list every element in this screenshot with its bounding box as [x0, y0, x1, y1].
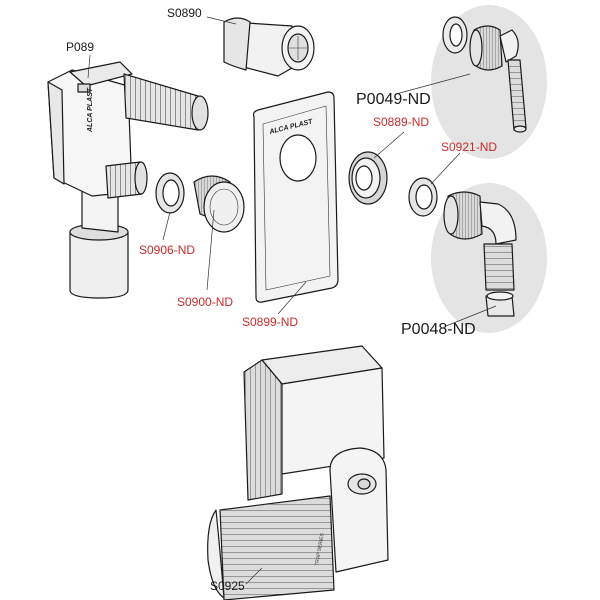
- label-s0889: S0889-ND: [373, 115, 430, 129]
- leader-s0900: [206, 209, 215, 291]
- label-p0048: P0048-ND: [401, 321, 476, 338]
- label-s0900: S0900-ND: [177, 295, 234, 309]
- nut-s0889: [348, 151, 388, 205]
- trap-body-p089: ALCA PLAST: [47, 61, 209, 299]
- ring-s0906: [155, 172, 185, 214]
- label-s0899: S0899-ND: [242, 315, 299, 329]
- cap-s0900: [193, 175, 245, 233]
- box-siphon-s0925: TRAP SERIES: [207, 345, 389, 600]
- svg-text:TRAP SERIES: TRAP SERIES: [314, 532, 326, 566]
- leader-s0899: [277, 281, 307, 315]
- cap-s0890: [223, 17, 315, 77]
- label-p0049: P0049-ND: [356, 91, 431, 108]
- label-p089: P089: [66, 40, 95, 54]
- leader-s0889: [373, 131, 405, 159]
- leader-p0049: [395, 73, 471, 95]
- svg-text:ALCA PLAST: ALCA PLAST: [87, 87, 94, 133]
- fitting-p0049: [442, 16, 527, 133]
- leader-p0048: [445, 305, 497, 327]
- leader-s0925: [245, 567, 263, 585]
- leader-s0890: [206, 16, 237, 25]
- fitting-p0048: [443, 191, 517, 317]
- leader-s0921: [430, 152, 461, 185]
- label-s0906: S0906-ND: [139, 243, 196, 257]
- label-s0890: S0890: [167, 6, 202, 20]
- leader-p089: [87, 54, 91, 79]
- label-s0925: S0925: [210, 579, 245, 593]
- label-s0921: S0921-ND: [441, 140, 498, 154]
- ring-s0921: [408, 177, 438, 217]
- leader-s0906: [162, 211, 171, 241]
- cover-plate-s0899: ALCA PLAST: [252, 91, 339, 303]
